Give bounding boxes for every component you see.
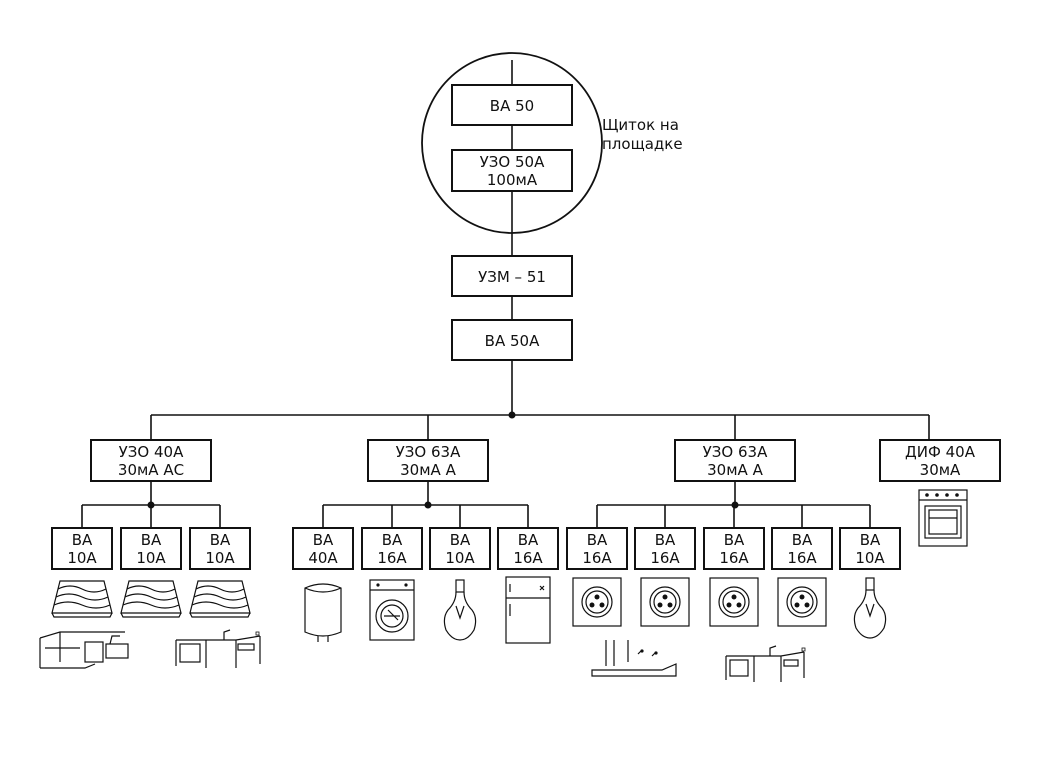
breaker-1-1-label-2: 10А [67, 549, 97, 567]
breaker-2-1[interactable]: ВА 40А [292, 527, 354, 570]
bathroom-icon [39, 631, 129, 669]
panel-breaker[interactable]: ВА 50 [451, 84, 573, 126]
breaker-3-2-label-1: ВА [655, 531, 676, 549]
refrigerator-icon [505, 576, 551, 644]
panel-note-1: Щиток на [602, 116, 679, 134]
breaker-1-2-label-1: ВА [141, 531, 162, 549]
light-bulb-icon [443, 579, 477, 641]
socket-icon [777, 577, 827, 627]
breaker-1-3-label-1: ВА [210, 531, 231, 549]
heated-floor-icon [51, 580, 113, 618]
breaker-2-3[interactable]: ВА 10А [429, 527, 491, 570]
rcd-group-3[interactable]: УЗО 63А 30мА А [674, 439, 796, 482]
breaker-3-3-label-1: ВА [724, 531, 745, 549]
panel-rcd[interactable]: УЗО 50А 100мА [451, 149, 573, 192]
voltage-relay[interactable]: УЗМ – 51 [451, 255, 573, 297]
breaker-1-1-label-1: ВА [72, 531, 93, 549]
breaker-3-4[interactable]: ВА 16А [771, 527, 833, 570]
rcd-group-1[interactable]: УЗО 40А 30мА АС [90, 439, 212, 482]
light-bulb-icon [853, 577, 887, 639]
panel-breaker-label: ВА 50 [490, 97, 534, 115]
rcd-group-3-label-2: 30мА А [707, 461, 763, 479]
breaker-3-4-label-1: ВА [792, 531, 813, 549]
rcbo-group-4-label-2: 30мА [920, 461, 961, 479]
main-breaker[interactable]: ВА 50А [451, 319, 573, 361]
water-heater-icon [304, 583, 342, 642]
breaker-3-1-label-1: ВА [587, 531, 608, 549]
breaker-2-2-label-1: ВА [382, 531, 403, 549]
rcbo-group-4-label-1: ДИФ 40А [905, 443, 976, 461]
breaker-3-1-label-2: 16А [582, 549, 612, 567]
breaker-1-3[interactable]: ВА 10А [189, 527, 251, 570]
breaker-2-3-label-1: ВА [450, 531, 471, 549]
breaker-3-5-label-2: 10А [855, 549, 885, 567]
breaker-3-3[interactable]: ВА 16А [703, 527, 765, 570]
breaker-3-2[interactable]: ВА 16А [634, 527, 696, 570]
breaker-2-2-label-2: 16А [377, 549, 407, 567]
breaker-1-3-label-2: 10А [205, 549, 235, 567]
breaker-3-5[interactable]: ВА 10А [839, 527, 901, 570]
breaker-2-3-label-2: 10А [445, 549, 475, 567]
panel-note-2: площадке [602, 135, 683, 153]
voltage-relay-label: УЗМ – 51 [478, 268, 546, 286]
rcbo-group-4[interactable]: ДИФ 40А 30мА [879, 439, 1001, 482]
breaker-2-1-label-1: ВА [313, 531, 334, 549]
rcd-group-1-label-1: УЗО 40А [119, 443, 184, 461]
bus-node [508, 411, 516, 419]
breaker-2-2[interactable]: ВА 16А [361, 527, 423, 570]
breaker-2-4-label-2: 16А [513, 549, 543, 567]
landing-panel: ВА 50 УЗО 50А 100мА Щиток на площадке [421, 52, 683, 234]
socket-icon [640, 577, 690, 627]
rcd-group-2[interactable]: УЗО 63А 30мА А [367, 439, 489, 482]
breaker-1-2[interactable]: ВА 10А [120, 527, 182, 570]
socket-icon [572, 577, 622, 627]
main-breaker-label: ВА 50А [485, 332, 540, 350]
breaker-3-5-label-1: ВА [860, 531, 881, 549]
panel-rcd-label-1: УЗО 50А [480, 153, 545, 171]
panel-rcd-label-2: 100мА [487, 171, 538, 189]
rcd-group-2-label-1: УЗО 63А [396, 443, 461, 461]
breaker-3-4-label-2: 16А [787, 549, 817, 567]
socket-icon [709, 577, 759, 627]
breaker-1-1[interactable]: ВА 10А [51, 527, 113, 570]
heated-floor-icon [120, 580, 182, 618]
kitchen-icon [175, 629, 261, 668]
kitchen-icon [725, 645, 806, 682]
heated-floor-icon [189, 580, 251, 618]
breaker-3-3-label-2: 16А [719, 549, 749, 567]
breaker-3-1[interactable]: ВА 16А [566, 527, 628, 570]
breaker-2-4-label-1: ВА [518, 531, 539, 549]
bedroom-icon [591, 640, 677, 677]
rcd-group-2-label-2: 30мА А [400, 461, 456, 479]
breaker-1-2-label-2: 10А [136, 549, 166, 567]
electric-stove-icon [918, 489, 968, 547]
rcd-group-1-label-2: 30мА АС [118, 461, 184, 479]
breaker-3-2-label-2: 16А [650, 549, 680, 567]
washing-machine-icon [369, 579, 415, 641]
breaker-2-4[interactable]: ВА 16А [497, 527, 559, 570]
breaker-2-1-label-2: 40А [308, 549, 338, 567]
rcd-group-3-label-1: УЗО 63А [703, 443, 768, 461]
